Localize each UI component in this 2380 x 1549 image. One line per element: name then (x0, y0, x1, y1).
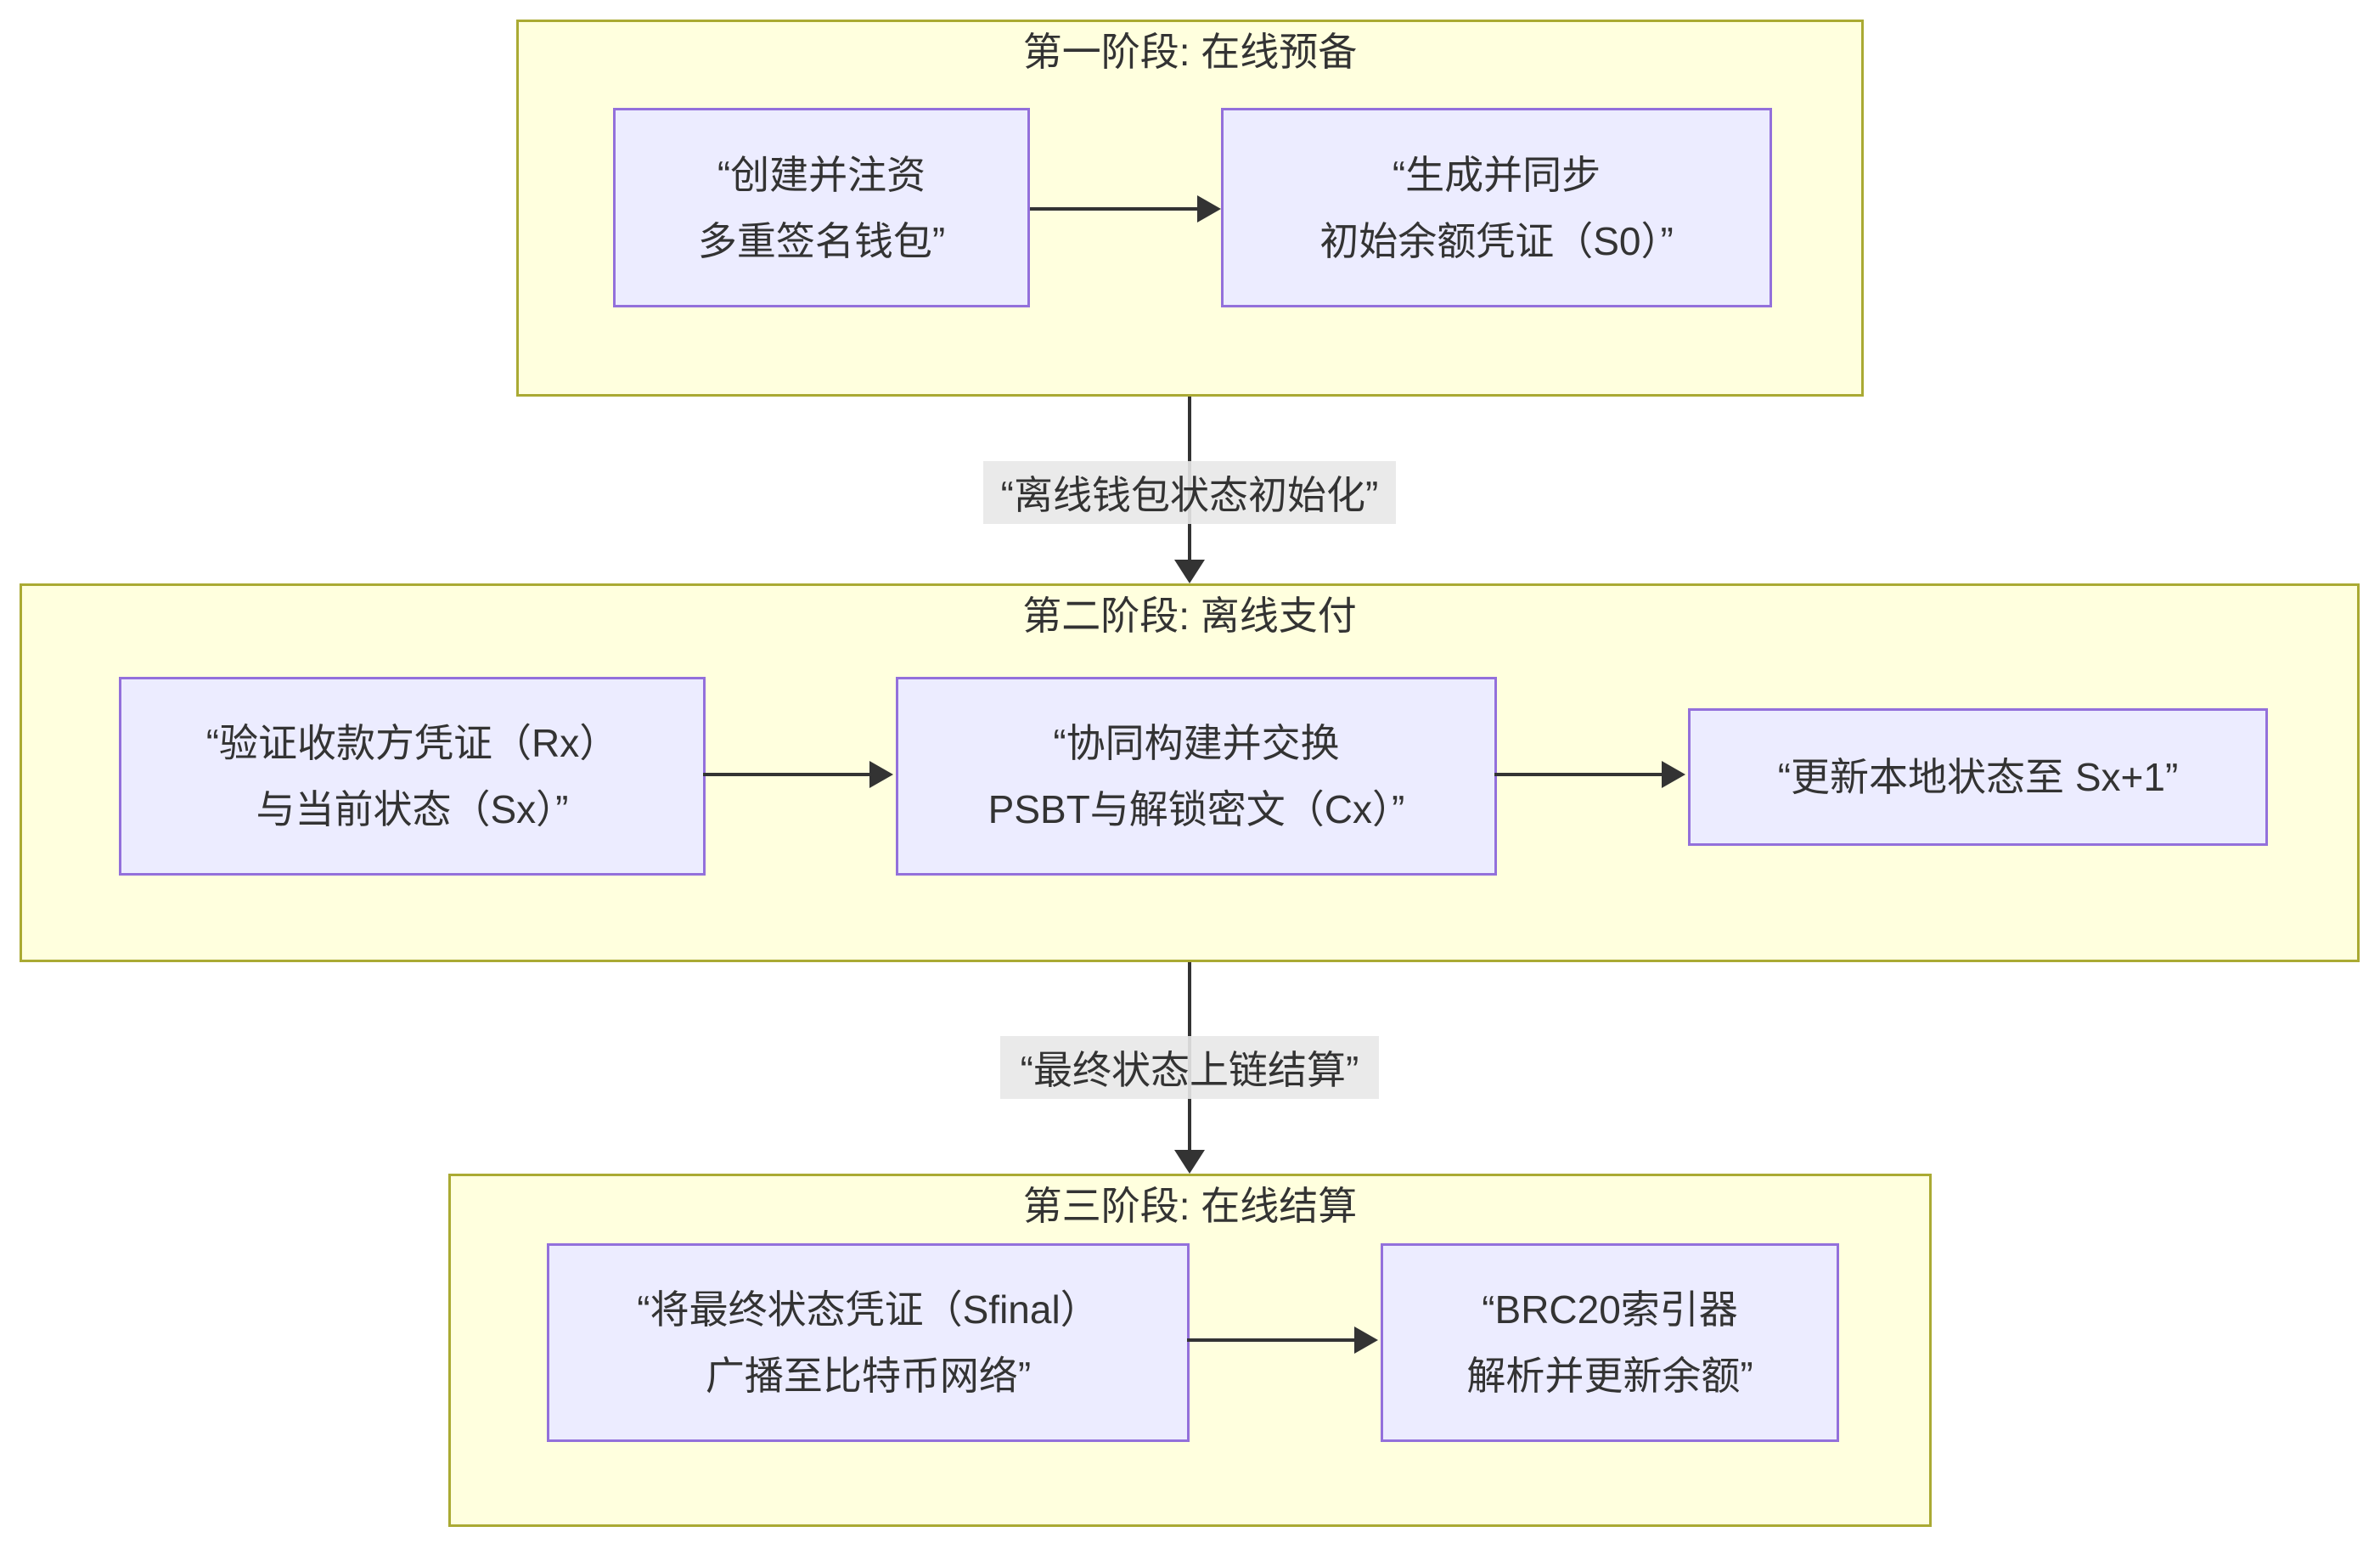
node-brc20-indexer-line1: “BRC20索引器 (1482, 1287, 1738, 1332)
cluster-phase3-title: 第三阶段: 在线结算 (1022, 1184, 1358, 1228)
cluster-phase3-online-settlement: 第三阶段: 在线结算 “将最终状态凭证（Sfinal） 广播至比特币网络” “B… (448, 1174, 1932, 1527)
node-broadcast-sfinal-line2: 广播至比特币网络” (705, 1354, 1032, 1398)
node-generate-sync-s0: “生成并同步 初始余额凭证（S0）” (1221, 108, 1772, 307)
node-generate-sync-s0-line1: “生成并同步 (1392, 152, 1601, 197)
node-generate-sync-s0-line2: 初始余额凭证（S0）” (1319, 218, 1674, 263)
node-verify-rx-sx: “验证收款方凭证（Rx） 与当前状态（Sx）” (119, 677, 706, 876)
arrowhead-down-icon (1174, 560, 1205, 583)
node-brc20-indexer: “BRC20索引器 解析并更新余额” (1381, 1243, 1839, 1442)
node-update-local-state-line1: “更新本地状态至 Sx+1” (1777, 755, 2179, 799)
node-create-fund-wallet-line2: 多重签名钱包” (697, 218, 946, 263)
edge-broadcast-to-indexer-line (1187, 1338, 1355, 1342)
node-update-local-state: “更新本地状态至 Sx+1” (1688, 708, 2268, 846)
edge-create-to-s0-line (1030, 207, 1198, 211)
node-verify-rx-sx-line1: “验证收款方凭证（Rx） (205, 721, 619, 765)
arrowhead-down-icon (1174, 1150, 1205, 1174)
node-create-fund-wallet-line1: “创建并注资 (717, 152, 926, 197)
cluster-phase1-title: 第一阶段: 在线预备 (1022, 30, 1358, 74)
edge-psbt-to-update-line (1494, 773, 1663, 776)
arrowhead-right-icon (869, 761, 893, 788)
node-build-exchange-psbt-line2: PSBT与解锁密文（Cx）” (987, 787, 1405, 831)
cluster-phase2-offline-payment: 第二阶段: 离线支付 “验证收款方凭证（Rx） 与当前状态（Sx）” “协同构建… (20, 583, 2360, 962)
edge-label-onchain-settle: “最终状态上链结算” (1000, 1036, 1379, 1099)
node-create-fund-wallet: “创建并注资 多重签名钱包” (613, 108, 1030, 307)
arrowhead-right-icon (1354, 1327, 1378, 1354)
node-build-exchange-psbt: “协同构建并交换 PSBT与解锁密文（Cx）” (896, 677, 1497, 876)
edge-verify-to-psbt-line (703, 773, 870, 776)
node-build-exchange-psbt-line1: “协同构建并交换 (1053, 721, 1340, 765)
node-broadcast-sfinal-line1: “将最终状态凭证（Sfinal） (637, 1287, 1100, 1332)
node-verify-rx-sx-line2: 与当前状态（Sx）” (256, 787, 569, 831)
edge-label-offline-init: “离线钱包状态初始化” (983, 461, 1396, 524)
cluster-phase2-title: 第二阶段: 离线支付 (1022, 594, 1357, 638)
arrowhead-right-icon (1662, 761, 1685, 788)
node-brc20-indexer-line2: 解析并更新余额” (1466, 1354, 1753, 1398)
arrowhead-right-icon (1197, 195, 1221, 222)
node-broadcast-sfinal: “将最终状态凭证（Sfinal） 广播至比特币网络” (547, 1243, 1190, 1442)
cluster-phase1-online-prep: 第一阶段: 在线预备 “创建并注资 多重签名钱包” “生成并同步 初始余额凭证（… (516, 20, 1864, 397)
